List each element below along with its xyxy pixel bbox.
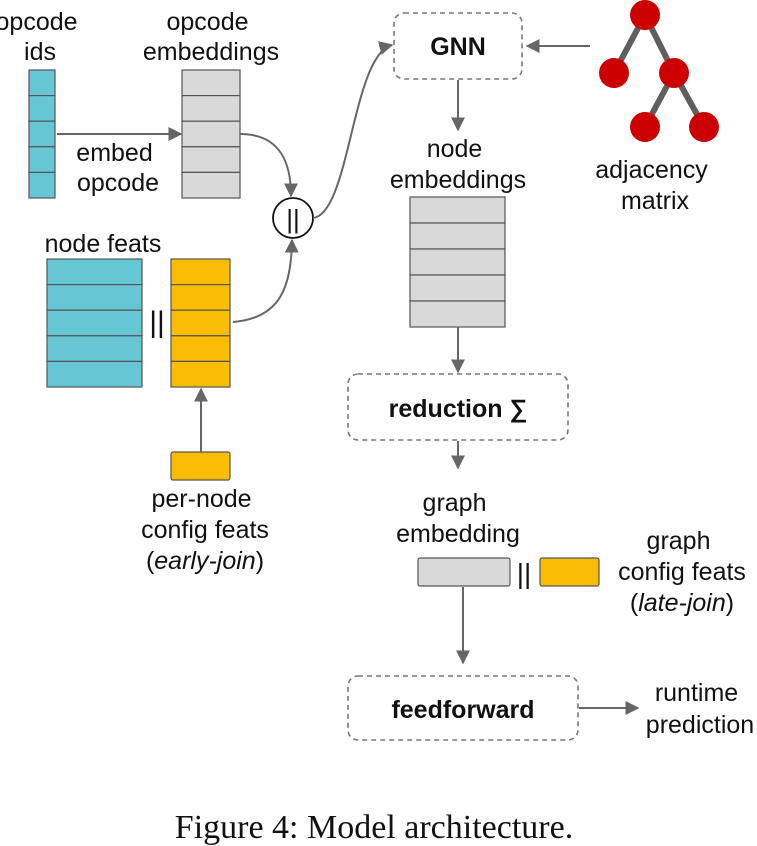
stack-cell <box>46 335 143 362</box>
opcode-embeddings-label: opcode embeddings <box>143 8 279 66</box>
graph-config-label: graph config feats <box>618 527 746 586</box>
edge-concat-to-gnn <box>312 41 394 219</box>
adjacency-matrix-label: adjacency matrix <box>595 156 715 215</box>
feedforward-box: feedforward <box>347 675 579 741</box>
stack-cell <box>170 360 231 388</box>
node-embeddings-label: node embeddings <box>390 135 526 194</box>
node-feats-stack <box>46 258 143 388</box>
node-feats-label: node feats <box>45 230 162 258</box>
node-embeddings-stack <box>409 196 506 328</box>
stack-cell <box>28 94 56 122</box>
stack-cell <box>28 69 56 97</box>
late-join-label: (late-join) <box>630 589 734 617</box>
stack-cell <box>46 360 143 388</box>
tree-node <box>659 58 689 88</box>
edge-node-feats-to-concat <box>232 238 299 323</box>
stack-cell <box>28 146 56 174</box>
tree-node <box>630 0 660 30</box>
stack-cell <box>409 300 506 328</box>
stack-cell <box>28 120 56 148</box>
tree-node <box>599 58 629 88</box>
concat-node-symbol: || <box>286 204 300 234</box>
stack-cell <box>170 309 231 337</box>
stack-cell <box>409 222 506 250</box>
reduction-box: reduction ∑ <box>347 373 569 441</box>
stack-cell <box>170 284 231 311</box>
stack-cell <box>409 248 506 276</box>
tree-node <box>630 112 660 142</box>
tree-node <box>689 112 719 142</box>
figure-caption: Figure 4: Model architecture. <box>175 809 573 846</box>
stack-cell <box>409 274 506 302</box>
embed-opcode-label: embed opcode <box>76 139 159 197</box>
reduction-label: reduction ∑ <box>389 395 528 423</box>
gnn-box: GNN <box>393 12 523 80</box>
stack-cell <box>181 120 241 148</box>
stack-cell <box>181 94 241 122</box>
opcode-ids-label: opcode ids <box>0 8 84 66</box>
graph-config-block <box>539 557 600 587</box>
per-node-config-label: per-node config feats <box>141 485 269 544</box>
stack-cell <box>181 171 241 199</box>
feedforward-label: feedforward <box>391 696 534 724</box>
stack-cell <box>170 258 231 286</box>
graph-embedding-bar <box>417 557 511 587</box>
concat-symbol-right: || <box>517 558 532 589</box>
stack-cell <box>181 146 241 174</box>
stack-cell <box>46 309 143 337</box>
concat-node: || <box>272 197 314 239</box>
stack-cell <box>46 284 143 311</box>
edge-opcode-emb-to-concat <box>239 133 298 198</box>
early-join-label: (early-join) <box>146 547 264 575</box>
per-node-config-stack <box>170 258 231 388</box>
stack-cell <box>170 335 231 362</box>
gnn-label: GNN <box>430 33 486 61</box>
opcode-ids-stack <box>28 69 56 199</box>
stack-cell <box>181 69 241 97</box>
concat-symbol-left: || <box>149 306 165 339</box>
stack-cell <box>46 258 143 286</box>
graph-embedding-label: graph embedding <box>396 489 520 548</box>
stack-cell <box>409 196 506 224</box>
per-node-config-block <box>170 451 231 481</box>
opcode-embeddings-stack <box>181 69 241 199</box>
stack-cell <box>28 171 56 199</box>
runtime-prediction-label: runtime prediction <box>646 679 754 739</box>
adjacency-tree-icon <box>599 0 719 142</box>
